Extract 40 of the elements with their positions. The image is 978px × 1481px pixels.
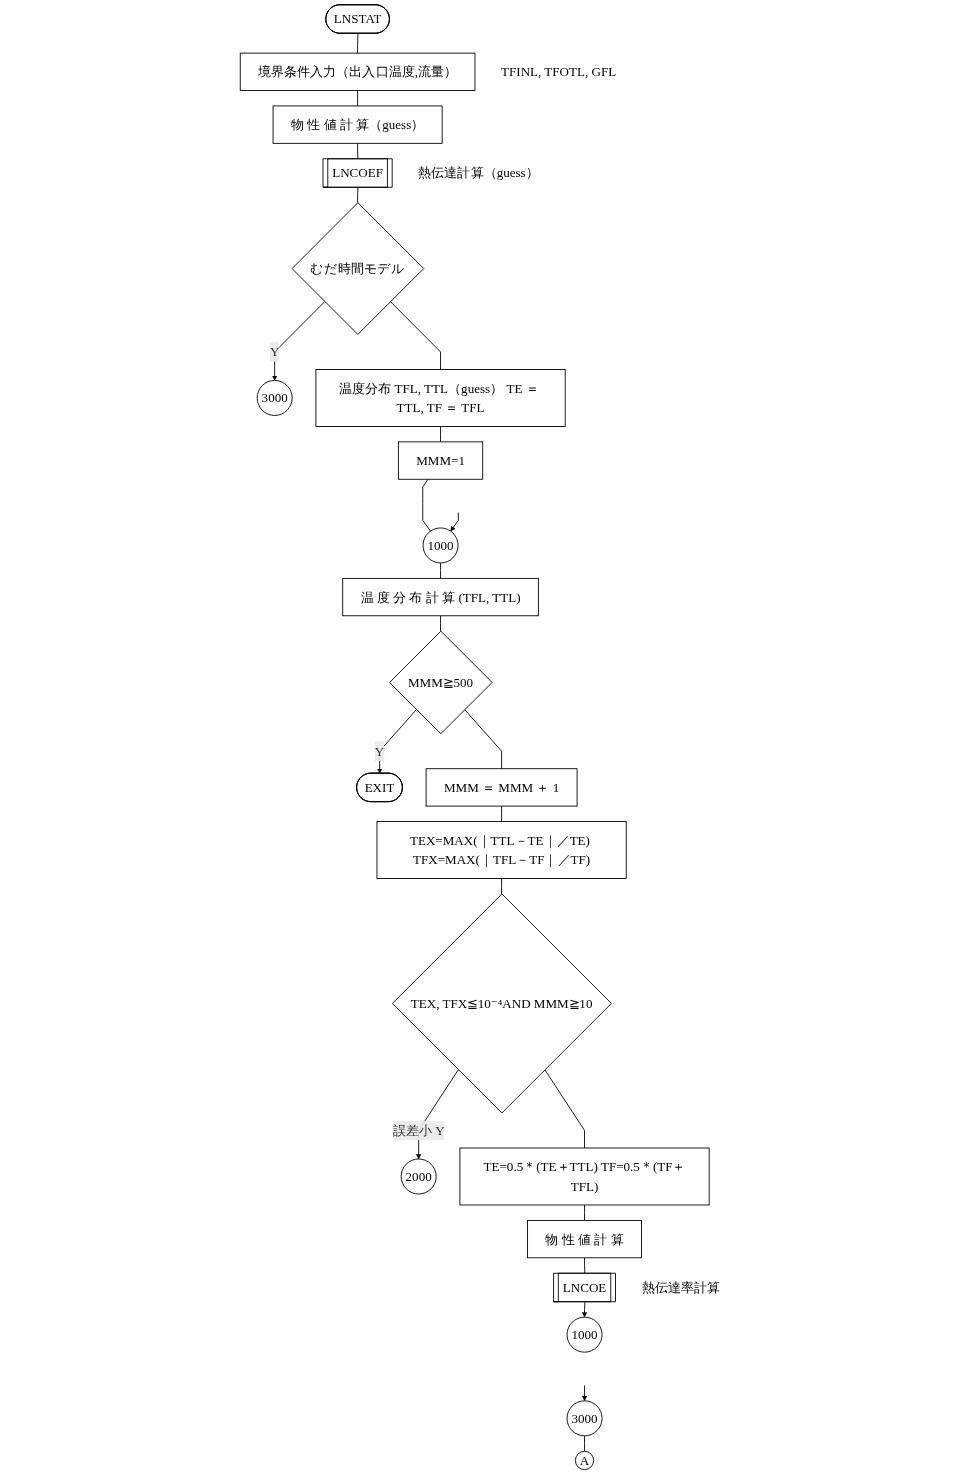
edge-label: Y (269, 344, 280, 360)
node-box: 温度分布 TFL, TTL（guess） TE ＝ TTL, TF ＝ TFL (315, 369, 566, 427)
connector (422, 478, 431, 532)
connector (357, 187, 359, 204)
connector (501, 878, 503, 895)
node-box: 温 度 分 布 計 算 (TFL, TTL) (342, 577, 539, 617)
node-diamond: むだ時間モデル (291, 202, 425, 335)
connector (440, 615, 441, 632)
node-label: 熱伝達計算（guess） (418, 165, 539, 181)
node-box: MMM=1 (397, 441, 484, 480)
connector (544, 1069, 585, 1149)
connector (440, 426, 441, 443)
node-circle: 1000 (566, 1316, 603, 1353)
node-circle: 3000 (566, 1400, 603, 1437)
connector (464, 709, 503, 770)
node-box: TE=0.5＊(TE＋TTL) TF=0.5＊(TF＋TFL) (459, 1147, 710, 1206)
node-box: 境界条件入力（出入口温度,流量） (239, 52, 476, 91)
connector (584, 1435, 585, 1452)
edge-label: Y (374, 743, 385, 759)
connector (584, 1204, 585, 1221)
node-circle: 3000 (256, 380, 293, 416)
node-diamond: TEX, TFX≦10⁻⁴AND MMM≧10 (391, 893, 612, 1114)
node-box: TEX=MAX(｜TTL－TE｜／TE) TFX=MAX(｜TFL－TF｜／TF) (376, 821, 627, 879)
connector (357, 33, 359, 54)
connector (440, 562, 441, 579)
node-label: TFINL, TFOTL, GFL (501, 64, 617, 80)
node-circle: 2000 (400, 1158, 437, 1195)
node-box: 物 性 値 計 算 (527, 1219, 642, 1259)
node-diamond: MMM≧500 (389, 630, 493, 735)
connector (501, 805, 503, 822)
connector (584, 1257, 586, 1274)
connector (357, 90, 359, 107)
node-box: MMM ＝ MMM ＋ 1 (425, 768, 578, 807)
node-box: 物 性 値 計 算（guess） (272, 105, 443, 144)
node-circle: A (574, 1450, 595, 1471)
node-label: 熱伝達率計算 (641, 1280, 720, 1295)
node-circle: 1000 (422, 527, 459, 564)
connector (357, 142, 359, 160)
edge-label: 誤差小 Y (392, 1123, 445, 1138)
connector (390, 301, 441, 370)
